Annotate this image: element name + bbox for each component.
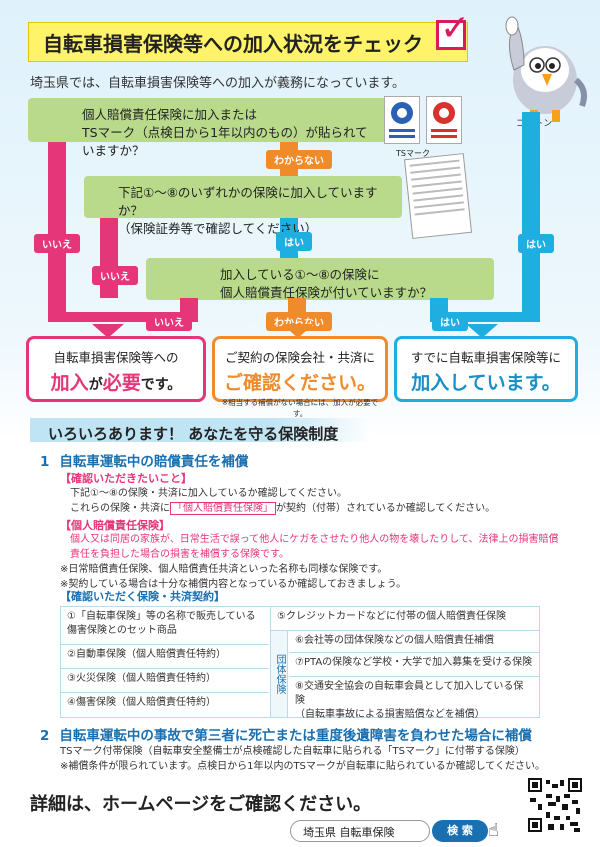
liability-text-1: 個人又は同居の家族が、日常生活で誤って他人にケガをさせたり他人の物を壊したりして… [70,534,559,545]
confirm-label: 【確認いただきたいこと】 [60,472,192,485]
ts-mark-red-badge [426,96,462,144]
arrow-down-blue-icon [466,324,498,338]
flow-line-blue-outer [522,112,540,322]
flow-line-pink-outer [48,112,66,322]
arrow-down-orange-icon [282,324,314,338]
confirm-line-1: 下記①～⑧の保険・共済に加入しているか確認してください。 [70,488,348,499]
note-1: ※日常賠償責任保険、個人賠償責任共済といった名称も同様な保険です。 [60,564,388,575]
qr-code-icon[interactable] [526,776,584,834]
type-1: ①「自転車保険」等の名称で販売している 傷害保険とのセット商品 [61,607,269,645]
page-title: 自転車損害保険等への加入状況をチェック [28,22,468,62]
ts-mark-blue-badge [384,96,420,144]
search-input[interactable]: 埼玉県 自転車保険 [290,820,430,842]
ts-insurance-note: ※補償条件が限られています。点検日から1年以内のTSマークが自転車に貼られている… [60,761,545,772]
search-button[interactable]: 検 索 [432,820,488,842]
tag-iie-3: いいえ [146,312,192,331]
type-2: ②自動車保険（個人賠償責任特約） [61,645,269,669]
insurance-certificate-image [403,153,473,239]
note-2: ※契約している場合は十分な補償内容となっているか確認しておきましょう。 [60,579,407,590]
ts-mark-label: TSマーク [396,149,430,158]
question-2: 下記①～⑧のいずれかの保険に加入していますか？ （保険証券等で確認してください） [84,176,402,236]
type-7: ⑦PTAの保険など学校・大学で加入募集を受ける保険 [289,653,539,677]
section-title-background [30,418,370,442]
tag-iie-1: いいえ [34,234,80,253]
liability-text-2: 責任を負担した場合の損害を補償する保険です。 [70,549,289,560]
group-insurance-label: 団体保険 [270,631,288,717]
footer-title: 詳細は、ホームページをご確認ください。 [30,794,372,815]
tag-hai-2: はい [518,234,554,253]
tag-iie-2: いいえ [92,266,138,285]
tag-hai-1: はい [276,232,312,251]
tag-wakaranai-1: わからない [266,150,332,169]
tag-hai-3: はい [432,312,468,331]
result-join-required: 自転車損害保険等への 加入が必要です。 [26,336,206,402]
connector-pink [48,312,198,322]
result-already-joined: すでに自転車損害保険等に 加入しています。 [394,336,578,402]
type-6: ⑥会社等の団体保険などの個人賠償責任補償 [289,631,539,653]
mascot-kobaton-icon [505,16,587,122]
result-please-confirm: ご契約の保険会社・共済に ご確認ください。 ※相当する補償がない場合には、加入が… [212,336,388,418]
question-3: 加入している①～⑧の保険に 個人賠償責任保険が付いていますか？ [146,258,494,300]
ts-insurance-text: TSマーク付帯保険（自転車安全整備士が点検確認した自転車に貼られる「TSマーク」… [60,746,525,757]
types-label: 【確認いただく保険・共済契約】 [60,590,225,603]
checkbox-icon [436,20,466,50]
connector-blue [430,312,540,322]
subtitle: 埼玉県では、自転車損害保険等への加入が義務になっています。 [30,76,406,91]
section-title: いろいろあります！ あなたを守る保険制度 [48,425,339,443]
check-mark-icon: ✓ [440,8,471,49]
type-3: ③火災保険（個人賠償責任特約） [61,669,269,693]
confirm-line-2: これらの保険・共済に「個人賠償責任保険」が契約（付帯）されているか確認してくださ… [70,502,496,515]
liability-label: 【個人賠償責任保険】 [60,519,170,532]
arrow-down-pink-icon [92,324,124,338]
type-8: ⑧交通安全協会の自転車会員として加入している保険 （自転車事故による損害賠償など… [289,677,539,720]
insurance-types-table [60,606,540,718]
type-4: ④傷害保険（個人賠償責任特約） [61,693,269,717]
type-5: ⑤クレジットカードなどに付帯の個人賠償責任保険 [270,607,539,631]
pointer-hand-icon: ☝ [488,820,499,841]
question-1: 個人賠償責任保険に加入または TSマーク（点検日から1年以内のもの）が貼られてい… [28,98,394,158]
